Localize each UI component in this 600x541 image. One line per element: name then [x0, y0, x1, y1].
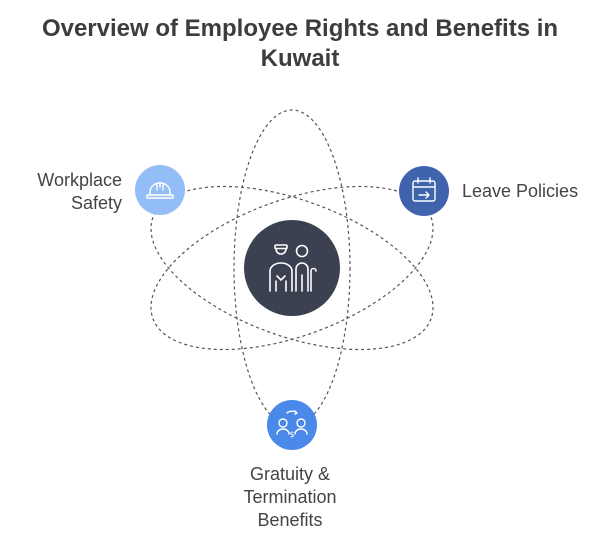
page-title: Overview of Employee Rights and Benefits…	[0, 14, 600, 74]
orbits	[150, 109, 434, 427]
label-leave-policies: Leave Policies	[462, 180, 578, 203]
hard-hat-icon	[146, 182, 174, 199]
title-line-1: Overview of Employee Rights and Benefits…	[41, 15, 559, 42]
calendar-icon	[412, 177, 436, 202]
label-gratuity-termination: Gratuity & Termination Benefits	[190, 463, 390, 532]
handshake-icon: $	[276, 410, 308, 439]
label-line: Workplace	[37, 170, 122, 190]
node-gratuity-termination-circle	[267, 400, 317, 450]
label-line: Gratuity &	[249, 464, 331, 484]
svg-text:$: $	[289, 430, 294, 439]
node-workplace-safety[interactable]	[135, 165, 185, 215]
node-gratuity-termination[interactable]: $	[267, 400, 317, 450]
label-line: Leave Policies	[462, 181, 579, 201]
node-leave-policies-circle	[399, 166, 449, 216]
center-node[interactable]	[244, 220, 340, 316]
orbit-descending	[150, 185, 434, 351]
node-leave-policies[interactable]	[399, 166, 449, 216]
label-line: Termination	[243, 487, 337, 507]
orbit-ascending	[150, 185, 434, 351]
label-line: Safety	[70, 193, 122, 213]
employees-icon	[269, 244, 317, 292]
title-line-2: Kuwait	[260, 45, 340, 72]
node-workplace-safety-circle	[135, 165, 185, 215]
label-line: Benefits	[257, 510, 323, 530]
label-workplace-safety: Workplace Safety	[37, 169, 122, 215]
orbit-vertical	[233, 109, 351, 427]
